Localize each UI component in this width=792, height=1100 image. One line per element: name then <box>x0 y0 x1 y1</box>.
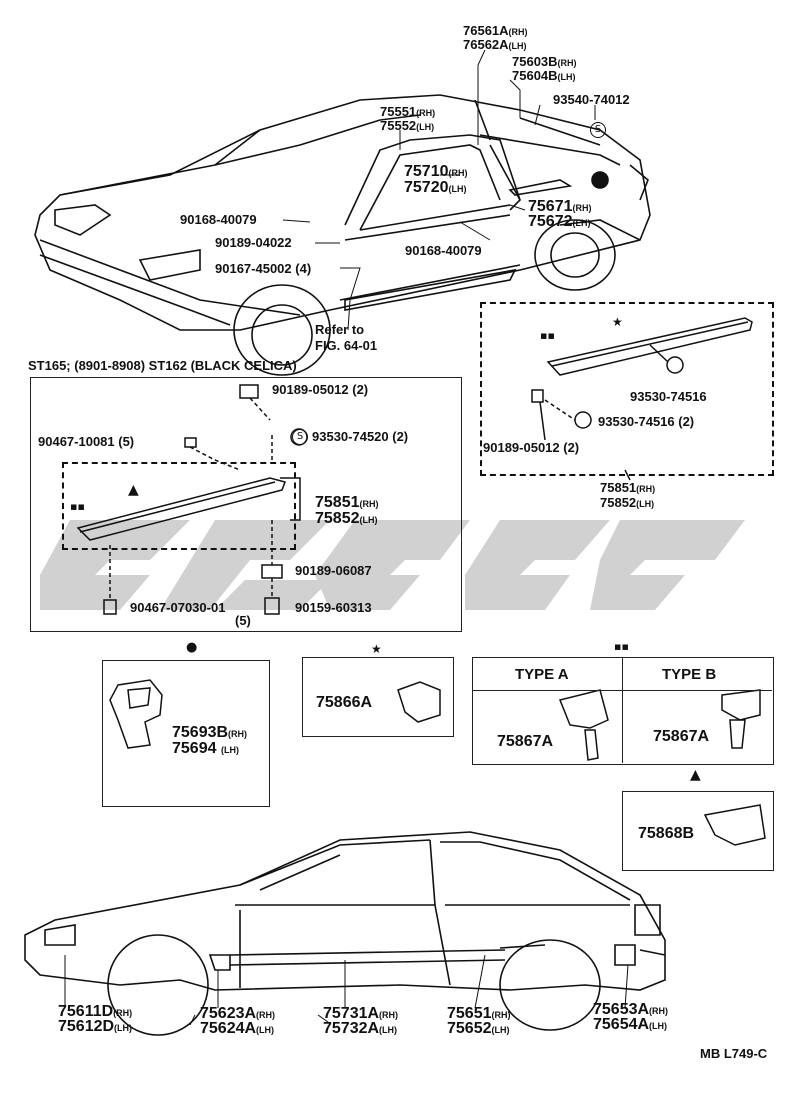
label-75612d: 75612D(LH) <box>58 1018 133 1035</box>
right-molding-drawing <box>531 317 753 481</box>
star-icon: ★ <box>612 315 623 329</box>
triangle-icon: ▲ <box>128 482 139 498</box>
label-75671: 75671(RH) <box>528 198 592 215</box>
label-75867a-type-b: 75867A <box>653 728 710 745</box>
label-75604b: 75604B(LH) <box>512 68 576 83</box>
label-90159-60313: 90159-60313 <box>295 600 372 615</box>
label-75694: 75694 (LH) <box>172 740 239 757</box>
clip-detail-box <box>102 660 270 807</box>
triangle-icon-detail: ▲ <box>690 767 701 783</box>
square-grid-icon: ▪▪ <box>70 500 85 513</box>
label-75654a: 75654A(LH) <box>593 1016 668 1033</box>
label-93530-74516: 93530-74516 <box>630 389 707 404</box>
s-circle-icon: S <box>590 122 606 138</box>
label-75720: 75720(LH) <box>404 179 467 196</box>
label-75672: 75672(LH) <box>528 213 591 230</box>
label-90467-10081: 90467-10081 (5) <box>38 434 135 449</box>
label-75624a: 75624A(LH) <box>200 1020 275 1037</box>
dot-circle-icon: ● <box>186 640 198 655</box>
label-75851: 75851(RH) <box>315 494 379 511</box>
label-75653a: 75653A(RH) <box>593 1001 669 1018</box>
label-90189-05012-right: 90189-05012 (2) <box>483 440 580 455</box>
label-75852-right: 75852(LH) <box>600 495 655 510</box>
label-93540-74012: 93540-74012 <box>553 92 630 107</box>
label-75611d: 75611D(RH) <box>58 1003 133 1020</box>
label-75851-right: 75851(RH) <box>600 480 656 495</box>
label-75866a: 75866A <box>316 694 373 711</box>
label-90467-07030-01: 90467-07030-01 <box>130 600 226 615</box>
refer-line1: Refer to <box>315 322 365 337</box>
label-90167-45002: 90167-45002 (4) <box>215 261 312 276</box>
watermark-logo <box>40 520 745 610</box>
label-90189-05012: 90189-05012 (2) <box>272 382 369 397</box>
label-qty-5: (5) <box>235 613 251 628</box>
s-circle-icon-left: S <box>292 429 308 445</box>
top-leader-lines <box>282 49 596 331</box>
left-dashed-subbox <box>62 462 296 550</box>
star-icon-detail: ★ <box>371 642 382 656</box>
label-75551: 75551(RH) <box>380 104 436 119</box>
right-dashed-box <box>480 302 774 476</box>
label-75651: 75651(RH) <box>447 1005 511 1022</box>
top-car-drawing <box>34 94 651 376</box>
square-grid-icon-right: ▪▪ <box>540 329 555 342</box>
label-76562a: 76562A(LH) <box>463 37 527 52</box>
label-75693b: 75693B(RH) <box>172 724 248 741</box>
label-75552: 75552(LH) <box>380 118 435 133</box>
st165-header: ST165; (8901-8908) ST162 (BLACK CELICA) <box>28 358 297 373</box>
label-76561a: 76561A(RH) <box>463 23 528 38</box>
bottom-leader-lines <box>64 954 629 1026</box>
label-75868b: 75868B <box>638 825 695 842</box>
label-93530-74520: 93530-74520 (2) <box>312 429 409 444</box>
square-grid-icon-detail: ▪▪ <box>614 640 629 653</box>
label-75867a-type-a: 75867A <box>497 733 554 750</box>
label-75710: 75710(RH) <box>404 163 468 180</box>
label-93530-74516-2: 93530-74516 (2) <box>598 414 695 429</box>
footer-code: MB L749-C <box>700 1046 768 1061</box>
label-75652: 75652(LH) <box>447 1020 510 1037</box>
left-molding-drawing <box>76 384 308 615</box>
refer-line2: FIG. 64-01 <box>315 338 378 353</box>
st165-detail-box <box>30 377 462 632</box>
label-75623a: 75623A(RH) <box>200 1005 276 1022</box>
detail-part-drawings <box>109 679 766 846</box>
star-detail-box <box>302 657 454 737</box>
triangle-detail-box <box>622 791 774 871</box>
label-75732a: 75732A(LH) <box>323 1020 398 1037</box>
label-90189-04022: 90189-04022 <box>215 235 292 250</box>
type-a-header: TYPE A <box>515 666 569 683</box>
label-75603b: 75603B(RH) <box>512 54 577 69</box>
label-90189-06087: 90189-06087 <box>295 563 372 578</box>
label-75852: 75852(LH) <box>315 510 378 527</box>
label-90168-40079-b: 90168-40079 <box>405 243 482 258</box>
bottom-car-drawing <box>24 831 666 1036</box>
label-90168-40079-a: 90168-40079 <box>180 212 257 227</box>
type-detail-box <box>472 657 774 765</box>
type-divider-v <box>622 657 623 763</box>
type-b-header: TYPE B <box>662 666 717 683</box>
label-75731a: 75731A(RH) <box>323 1005 399 1022</box>
